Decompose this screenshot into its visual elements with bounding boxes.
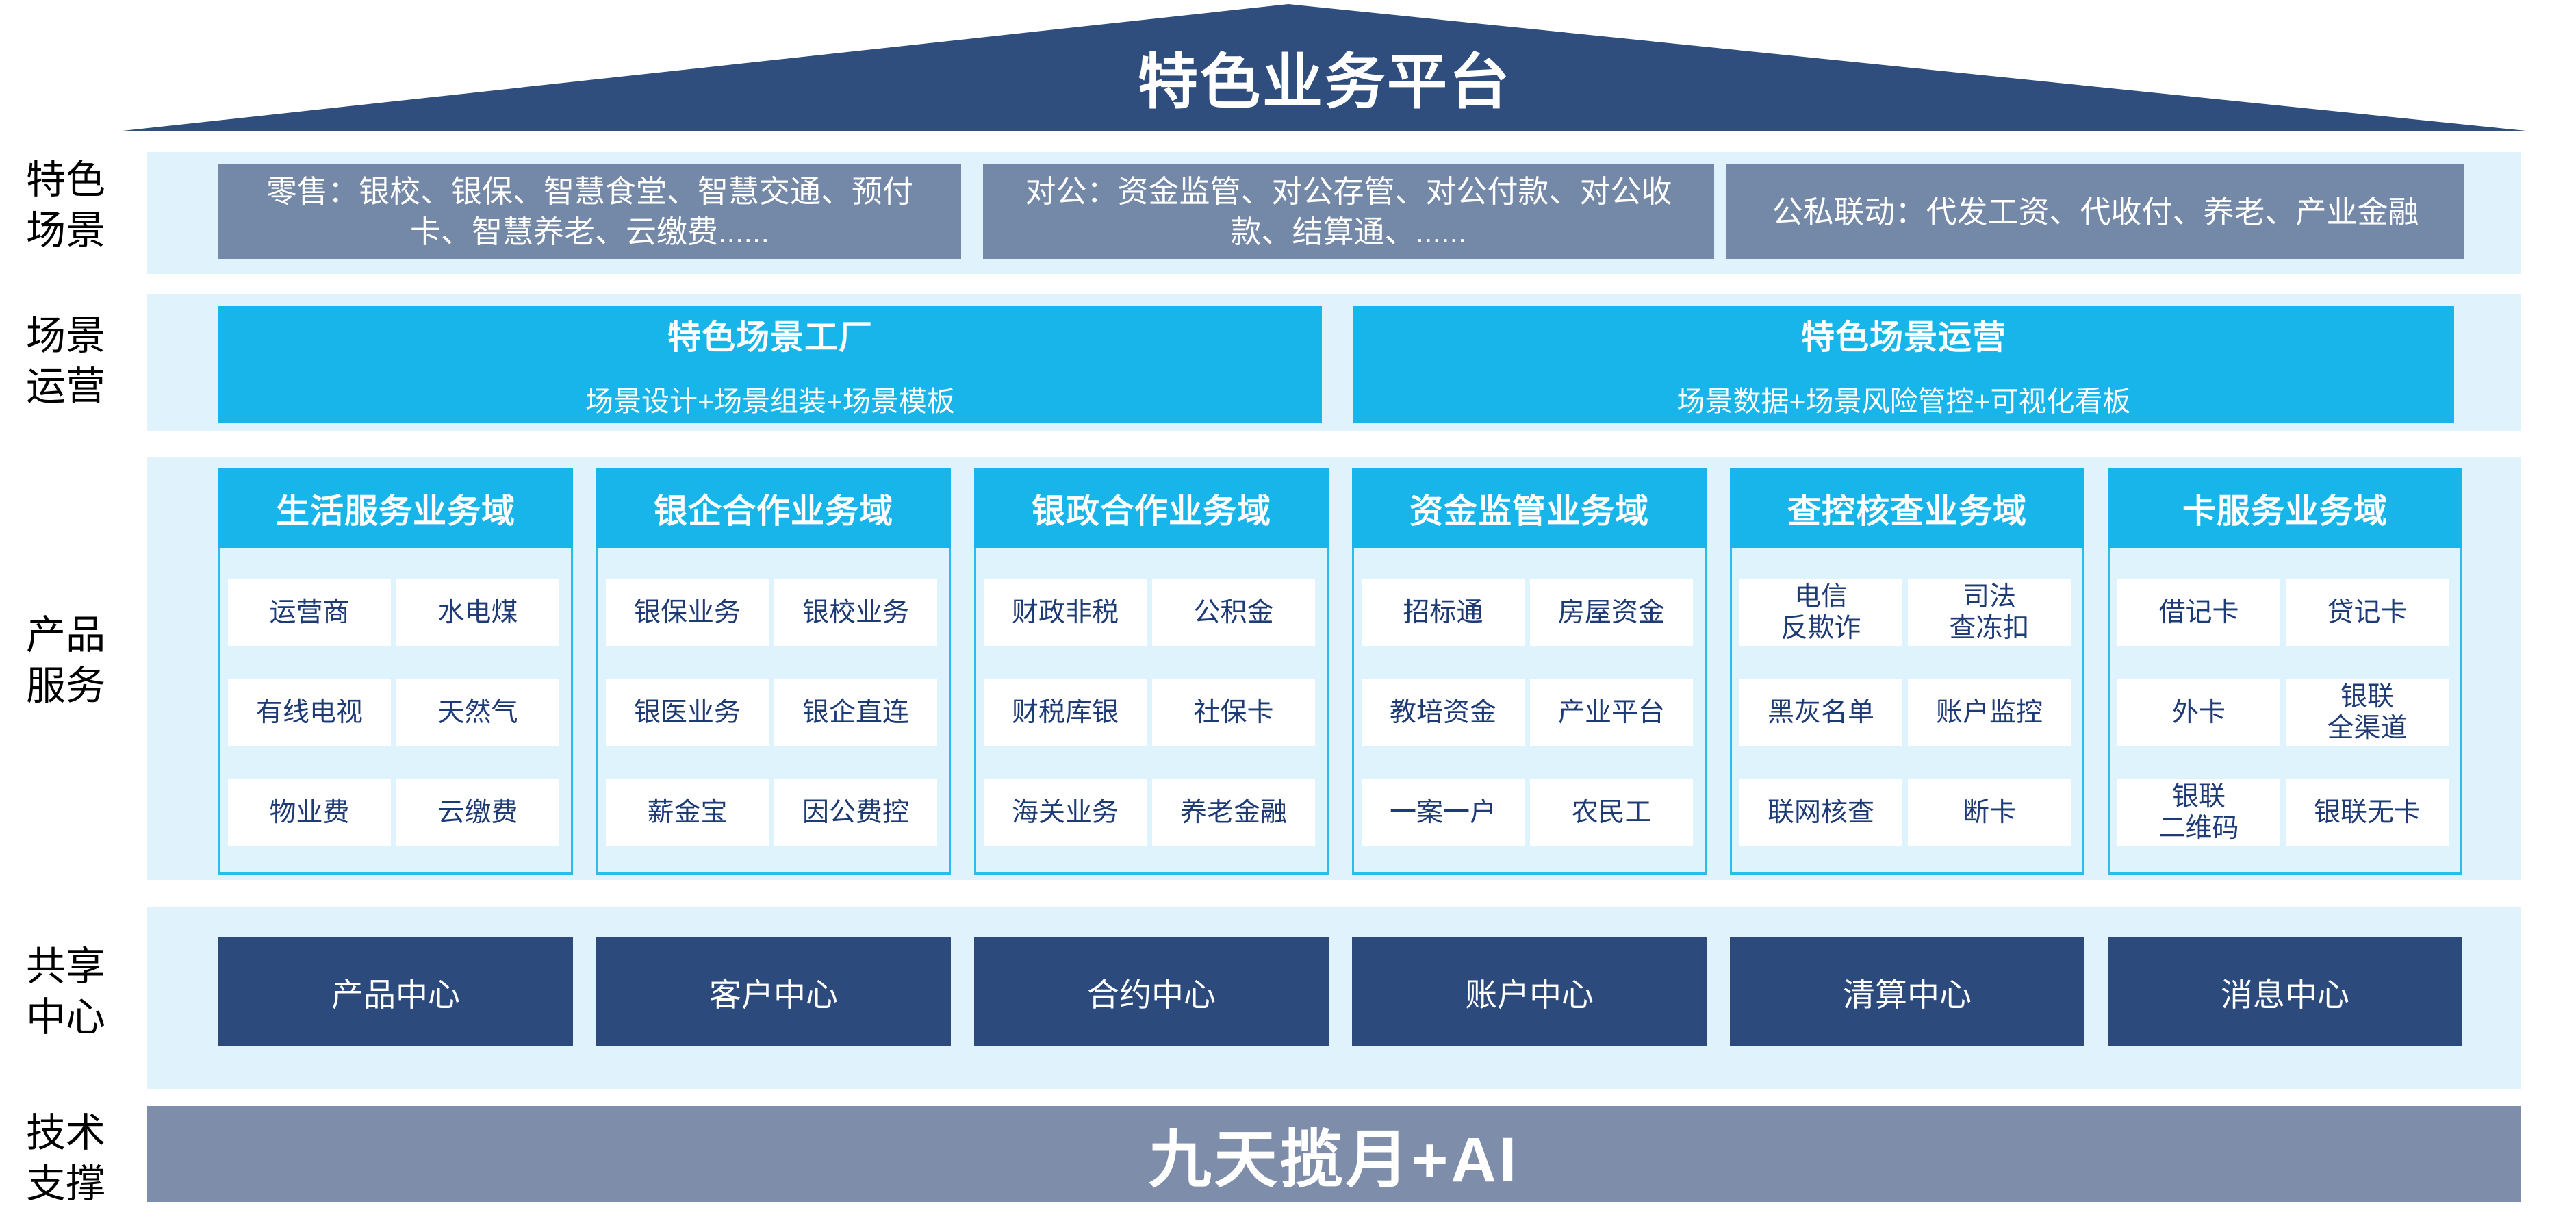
product-cell: 财税库银 [984,679,1147,746]
domain-header: 卡服务业务域 [2108,468,2462,548]
domain-column-bank-enterprise: 银企合作业务域 银保业务 银校业务 银医业务 银企直连 薪金宝 因公费控 [596,468,951,875]
product-cell: 断卡 [1908,779,2071,846]
product-cell: 账户监控 [1908,679,2071,746]
product-cell: 电信 反欺诈 [1739,579,1902,646]
center-box-account: 账户中心 [1352,937,1707,1046]
center-box-message: 消息中心 [2108,937,2462,1046]
domain-header: 资金监管业务域 [1352,468,1707,548]
product-cell: 薪金宝 [606,779,769,846]
scene-box-retail: 零售：银校、银保、智慧食堂、智慧交通、预付卡、智慧养老、云缴费...... [218,164,961,259]
product-cell: 银联无卡 [2286,779,2449,846]
product-cell: 银医业务 [606,679,769,746]
product-cell: 房屋资金 [1530,579,1693,646]
product-cell: 水电煤 [396,579,559,646]
product-cell: 公积金 [1152,579,1315,646]
product-cell: 养老金融 [1152,779,1315,846]
row-label-tech: 技术 支撑 [25,1111,105,1206]
product-cell: 产业平台 [1530,679,1693,746]
product-cell: 招标通 [1362,579,1525,646]
product-cell: 社保卡 [1152,679,1315,746]
product-cell: 农民工 [1530,779,1693,846]
product-cell: 云缴费 [396,779,559,846]
product-cell: 联网核查 [1739,779,1902,846]
tech-support-bar: 九天揽月+AI [147,1106,2521,1202]
domain-header: 查控核查业务域 [1730,468,2084,548]
center-box-clearing: 清算中心 [1730,937,2084,1046]
product-cell: 借记卡 [2117,579,2280,646]
domain-column-card-services: 卡服务业务域 借记卡 贷记卡 外卡 银联 全渠道 银联 二维码 银联无卡 [2108,468,2462,875]
scene-box-corporate: 对公：资金监管、对公存管、对公付款、对公收款、结算通、...... [983,164,1714,259]
scenario-factory-subtitle: 场景设计+场景组装+场景模板 [585,385,955,417]
product-cell: 外卡 [2117,679,2280,746]
domain-column-life-services: 生活服务业务域 运营商 水电煤 有线电视 天然气 物业费 云缴费 [218,468,573,875]
domain-column-inspection-verification: 查控核查业务域 电信 反欺诈 司法 查冻扣 黑灰名单 账户监控 联网核查 断卡 [1730,468,2084,875]
center-box-product: 产品中心 [218,937,573,1046]
product-cell: 有线电视 [228,679,391,746]
domain-header: 银企合作业务域 [596,468,951,548]
product-cell: 银保业务 [606,579,769,646]
product-cell: 运营商 [228,579,391,646]
center-box-customer: 客户中心 [596,937,951,1046]
scenario-factory-title: 特色场景工厂 [667,318,873,356]
product-cell: 物业费 [228,779,391,846]
product-cell: 因公费控 [774,779,937,846]
center-box-contract: 合约中心 [974,937,1329,1046]
product-cell: 银联 二维码 [2117,779,2280,846]
product-cell: 银企直连 [774,679,937,746]
product-cell: 教培资金 [1362,679,1525,746]
roof-banner: 特色业务平台 [116,4,2533,131]
row-label-operations: 场景 运营 [25,314,105,409]
product-cell: 黑灰名单 [1739,679,1902,746]
domain-header: 银政合作业务域 [974,468,1329,548]
product-cell: 财政非税 [984,579,1147,646]
product-cell: 海关业务 [984,779,1147,846]
row-label-products: 产品 服务 [25,613,105,708]
product-cell: 贷记卡 [2286,579,2449,646]
scenario-factory-box: 特色场景工厂 场景设计+场景组装+场景模板 [218,306,1322,423]
product-cell: 银联 全渠道 [2286,679,2449,746]
product-cell: 一案一户 [1362,779,1525,846]
scenario-operation-box: 特色场景运营 场景数据+场景风险管控+可视化看板 [1353,306,2454,423]
product-cell: 司法 查冻扣 [1908,579,2071,646]
scene-box-public-private-linkage: 公私联动：代发工资、代收付、养老、产业金融 [1726,164,2464,259]
row-label-scenes: 特色 场景 [25,158,105,253]
product-cell: 银校业务 [774,579,937,646]
domain-column-bank-government: 银政合作业务域 财政非税 公积金 财税库银 社保卡 海关业务 养老金融 [974,468,1329,875]
tech-bar-title: 九天揽月+AI [1148,1124,1520,1195]
domain-column-fund-supervision: 资金监管业务域 招标通 房屋资金 教培资金 产业平台 一案一户 农民工 [1352,468,1707,875]
platform-title: 特色业务平台 [1137,48,1512,116]
domain-header: 生活服务业务域 [218,468,573,548]
product-cell: 天然气 [396,679,559,746]
scenario-operation-subtitle: 场景数据+场景风险管控+可视化看板 [1676,385,2131,417]
scenario-operation-title: 特色场景运营 [1800,318,2006,356]
row-label-centers: 共享 中心 [25,944,105,1040]
